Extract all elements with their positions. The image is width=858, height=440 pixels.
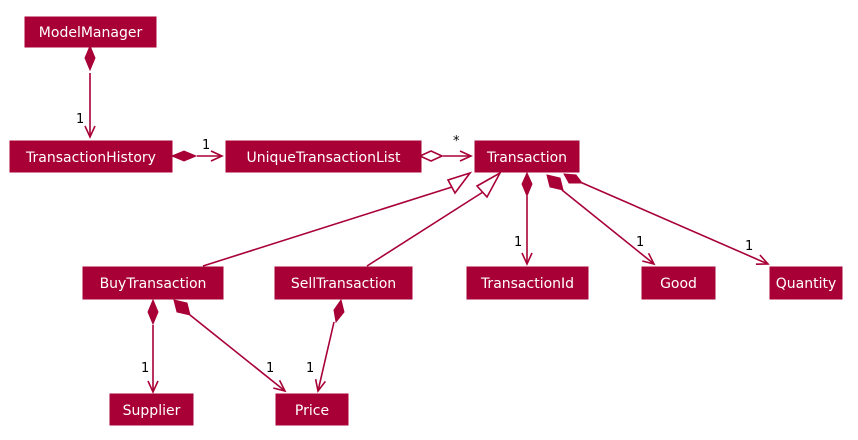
multiplicity-buy-price: 1 xyxy=(266,361,274,376)
composition-diamond xyxy=(333,298,345,324)
composition-diamond xyxy=(147,298,159,326)
class-transactionhistory: TransactionHistory xyxy=(9,140,173,173)
edge-transaction-good xyxy=(546,174,656,266)
class-quantity: Quantity xyxy=(769,266,843,300)
class-transactionid: TransactionId xyxy=(466,266,589,300)
edge-buy-price xyxy=(173,299,287,393)
class-label: TransactionHistory xyxy=(25,150,156,166)
class-modelmanager: ModelManager xyxy=(24,16,157,48)
class-label: Price xyxy=(295,403,329,419)
edge-history-list xyxy=(170,150,224,162)
edge-modelmanager-history xyxy=(84,44,96,139)
multiplicity-transaction-good: 1 xyxy=(636,235,644,250)
class-label: Supplier xyxy=(123,403,181,419)
class-label: Transaction xyxy=(486,150,567,166)
multiplicity-history-list: 1 xyxy=(202,138,210,153)
composition-diamond xyxy=(546,174,564,191)
class-transaction: Transaction xyxy=(474,140,580,173)
class-buytransaction: BuyTransaction xyxy=(82,266,224,300)
class-label: Good xyxy=(660,276,697,292)
edge-sell-inherits-transaction xyxy=(366,170,503,267)
edge-transaction-id xyxy=(521,171,533,266)
multiplicity-sell-price: 1 xyxy=(306,361,314,376)
edges xyxy=(84,44,770,394)
multiplicity-transaction-id: 1 xyxy=(514,235,522,250)
edge-sell-price xyxy=(314,298,345,393)
class-selltransaction: SellTransaction xyxy=(274,266,413,300)
multiplicity-labels: 1 1 * 1 1 1 1 1 1 xyxy=(76,112,753,376)
composition-diamond xyxy=(173,299,191,316)
edge-buy-supplier xyxy=(147,298,159,394)
class-label: BuyTransaction xyxy=(100,276,207,292)
class-uniquetransactionlist: UniqueTransactionList xyxy=(225,140,422,173)
class-supplier: Supplier xyxy=(109,393,194,426)
multiplicity-list-transaction: * xyxy=(453,134,460,149)
multiplicity-buy-supplier: 1 xyxy=(141,361,149,376)
multiplicity-transaction-quantity: 1 xyxy=(745,239,753,254)
inheritance-triangle xyxy=(446,171,473,195)
edge-transaction-quantity xyxy=(563,173,770,265)
multiplicity-modelmanager-history: 1 xyxy=(76,112,84,127)
aggregation-diamond xyxy=(418,150,444,162)
class-label: SellTransaction xyxy=(291,276,396,292)
edge-list-transaction xyxy=(418,150,473,162)
composition-diamond xyxy=(521,171,533,198)
composition-diamond xyxy=(84,44,96,72)
class-price: Price xyxy=(275,393,349,426)
class-label: UniqueTransactionList xyxy=(247,150,401,166)
composition-diamond xyxy=(170,150,198,162)
class-good: Good xyxy=(641,266,716,300)
edge-buy-inherits-transaction xyxy=(202,171,473,267)
inheritance-triangle xyxy=(475,170,503,199)
class-label: TransactionId xyxy=(480,276,574,292)
class-label: Quantity xyxy=(776,276,837,292)
composition-diamond xyxy=(563,173,583,184)
class-label: ModelManager xyxy=(39,25,143,41)
